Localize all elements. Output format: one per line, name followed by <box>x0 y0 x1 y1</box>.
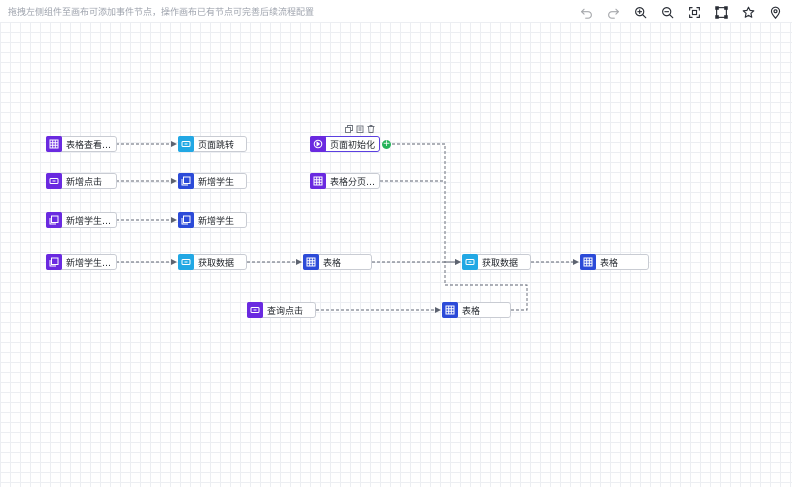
zoom-in-icon <box>634 6 646 18</box>
node-toolbar <box>345 125 375 133</box>
zoom-out-icon <box>661 6 673 18</box>
dialog-icon <box>178 173 194 189</box>
node-label: 页面初始化 <box>330 140 376 151</box>
node-label: 页面跳转 <box>198 140 235 151</box>
link-icon <box>178 254 194 270</box>
node-label: 表格 <box>600 258 619 269</box>
copy-button[interactable] <box>345 125 353 133</box>
dialog-icon <box>46 254 62 270</box>
minimap-button[interactable] <box>739 3 757 21</box>
init-icon <box>310 136 326 152</box>
auto-layout-button[interactable] <box>712 3 730 21</box>
fit-view-button[interactable] <box>685 3 703 21</box>
table-icon <box>580 254 596 270</box>
redo-button[interactable] <box>604 3 622 21</box>
fit-view-icon <box>688 6 700 18</box>
delete-button[interactable] <box>367 125 375 133</box>
node-label: 表格分页… <box>330 177 376 188</box>
node-n11[interactable]: 表格 <box>303 254 372 270</box>
node-label: 新增学生… <box>66 258 112 269</box>
table-icon <box>310 173 326 189</box>
node-n6[interactable]: 表格分页… <box>310 173 380 189</box>
node-n12[interactable]: 获取数据 <box>462 254 531 270</box>
zoom-in-button[interactable] <box>631 3 649 21</box>
node-n10[interactable]: 获取数据 <box>178 254 247 270</box>
node-label: 获取数据 <box>198 258 235 269</box>
node-label: 查询点击 <box>267 306 304 317</box>
table-icon <box>46 136 62 152</box>
node-label: 新增学生… <box>66 216 112 227</box>
table-icon <box>303 254 319 270</box>
node-n9[interactable]: 新增学生… <box>46 254 117 270</box>
delete-icon <box>367 125 375 133</box>
locate-icon <box>770 6 780 19</box>
node-n5[interactable]: 新增学生 <box>178 173 247 189</box>
node-label: 新增学生 <box>198 177 235 188</box>
table-icon <box>442 302 458 318</box>
paste-button[interactable] <box>356 125 364 133</box>
redo-icon <box>607 8 619 19</box>
dialog-icon <box>178 212 194 228</box>
paste-icon <box>356 125 364 133</box>
canvas-hint: 拖拽左侧组件至画布可添加事件节点，操作画布已有节点可完善后续流程配置 <box>8 8 315 18</box>
button-icon <box>247 302 263 318</box>
dialog-icon <box>46 212 62 228</box>
node-label: 新增点击 <box>66 177 103 188</box>
node-n7[interactable]: 新增学生… <box>46 212 117 228</box>
link-icon <box>178 136 194 152</box>
node-label: 新增学生 <box>198 216 235 227</box>
auto-layout-icon <box>714 5 728 19</box>
node-label: 表格查看… <box>66 140 112 151</box>
link-icon <box>462 254 478 270</box>
undo-button[interactable] <box>577 3 595 21</box>
node-n1[interactable]: 表格查看… <box>46 136 117 152</box>
node-label: 表格 <box>323 258 342 269</box>
minimap-icon <box>742 6 754 18</box>
node-n15[interactable]: 表格 <box>442 302 511 318</box>
node-n2[interactable]: 页面跳转 <box>178 136 247 152</box>
node-n3[interactable]: 页面初始化 <box>310 136 380 152</box>
node-n14[interactable]: 查询点击 <box>247 302 316 318</box>
top-toolbar: 拖拽左侧组件至画布可添加事件节点，操作画布已有节点可完善后续流程配置 <box>0 0 792 22</box>
locate-button[interactable] <box>766 3 784 21</box>
node-label: 表格 <box>462 306 481 317</box>
node-n13[interactable]: 表格 <box>580 254 649 270</box>
node-n4[interactable]: 新增点击 <box>46 173 117 189</box>
zoom-out-button[interactable] <box>658 3 676 21</box>
node-label: 获取数据 <box>482 258 519 269</box>
canvas-tools <box>577 3 784 21</box>
add-next-node-button[interactable]: + <box>382 138 391 149</box>
copy-icon <box>345 125 353 133</box>
node-n8[interactable]: 新增学生 <box>178 212 247 228</box>
flow-canvas[interactable] <box>0 22 792 487</box>
button-icon <box>46 173 62 189</box>
undo-icon <box>580 8 592 19</box>
